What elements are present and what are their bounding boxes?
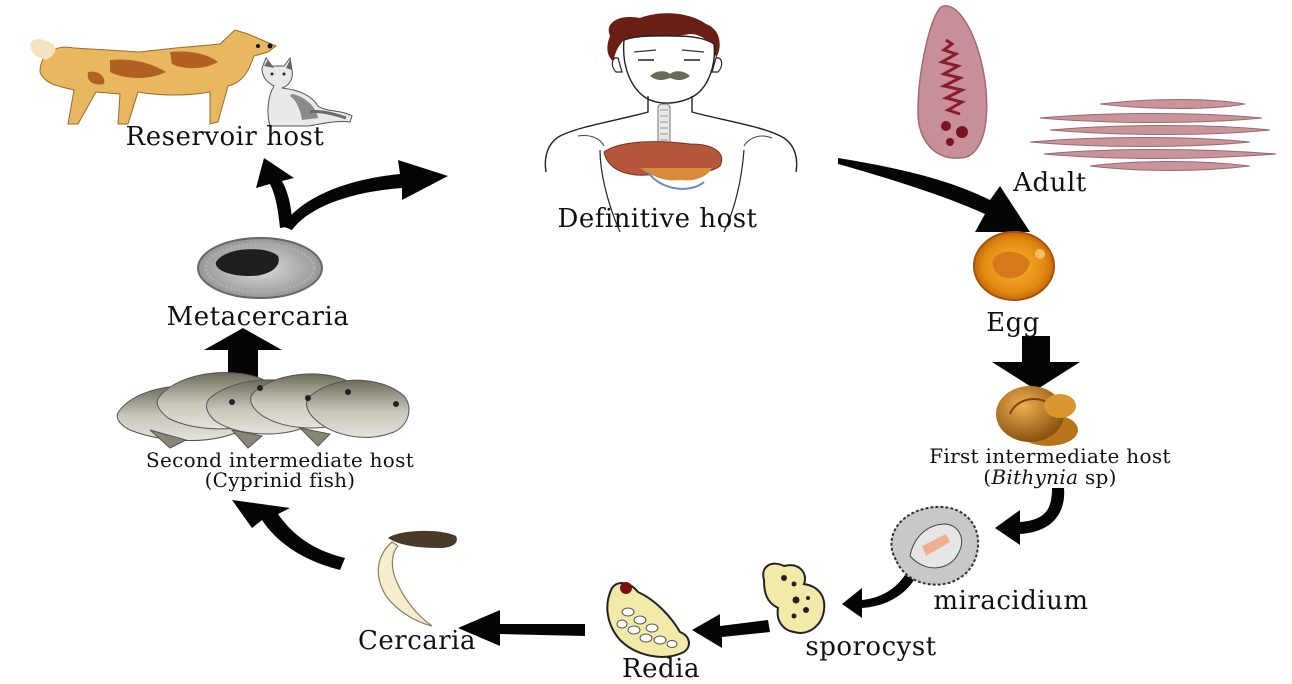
miracidium-illustration xyxy=(891,507,978,585)
fish-illustration xyxy=(117,373,409,448)
metacercaria-illustration xyxy=(198,238,322,298)
arrow-metacercaria-split xyxy=(256,158,448,230)
arrow-fish-to-metacercaria xyxy=(204,328,282,380)
redia-label: Redia xyxy=(596,656,726,683)
bithynia-suffix: sp) xyxy=(1078,465,1116,489)
arrow-cercaria-to-fish xyxy=(232,500,345,570)
sporocyst-illustration xyxy=(763,564,824,633)
dog-illustration xyxy=(30,30,276,124)
first-intermediate-host-label: First intermediate host xyxy=(860,446,1240,467)
human-illustration xyxy=(545,13,796,232)
cat-illustration xyxy=(262,58,352,126)
adult-worm-illustration xyxy=(918,6,987,158)
arrow-sporocyst-to-redia xyxy=(692,614,770,648)
metacercaria-label: Metacercaria xyxy=(128,304,388,331)
bithynia-label: (Bithynia sp) xyxy=(940,467,1160,488)
bithynia-genus: Bithynia xyxy=(991,465,1078,489)
reservoir-host-label: Reservoir host xyxy=(100,124,350,151)
arrow-snail-to-miracidium xyxy=(995,488,1064,545)
cyprinid-fish-label: (Cyprinid fish) xyxy=(150,470,410,491)
sporocyst-label: sporocyst xyxy=(776,634,966,661)
definitive-host-label: Definitive host xyxy=(505,206,810,233)
miracidium-label: miracidium xyxy=(896,588,1126,615)
egg-illustration xyxy=(974,232,1054,300)
snail-illustration xyxy=(996,386,1078,446)
cercaria-label: Cercaria xyxy=(332,628,502,655)
arrow-egg-to-snail xyxy=(992,336,1080,390)
adult-worms-group xyxy=(1030,100,1276,171)
redia-illustration xyxy=(607,582,689,657)
cercaria-illustration xyxy=(378,531,457,626)
adult-label: Adult xyxy=(985,170,1115,197)
egg-label: Egg xyxy=(968,310,1058,337)
